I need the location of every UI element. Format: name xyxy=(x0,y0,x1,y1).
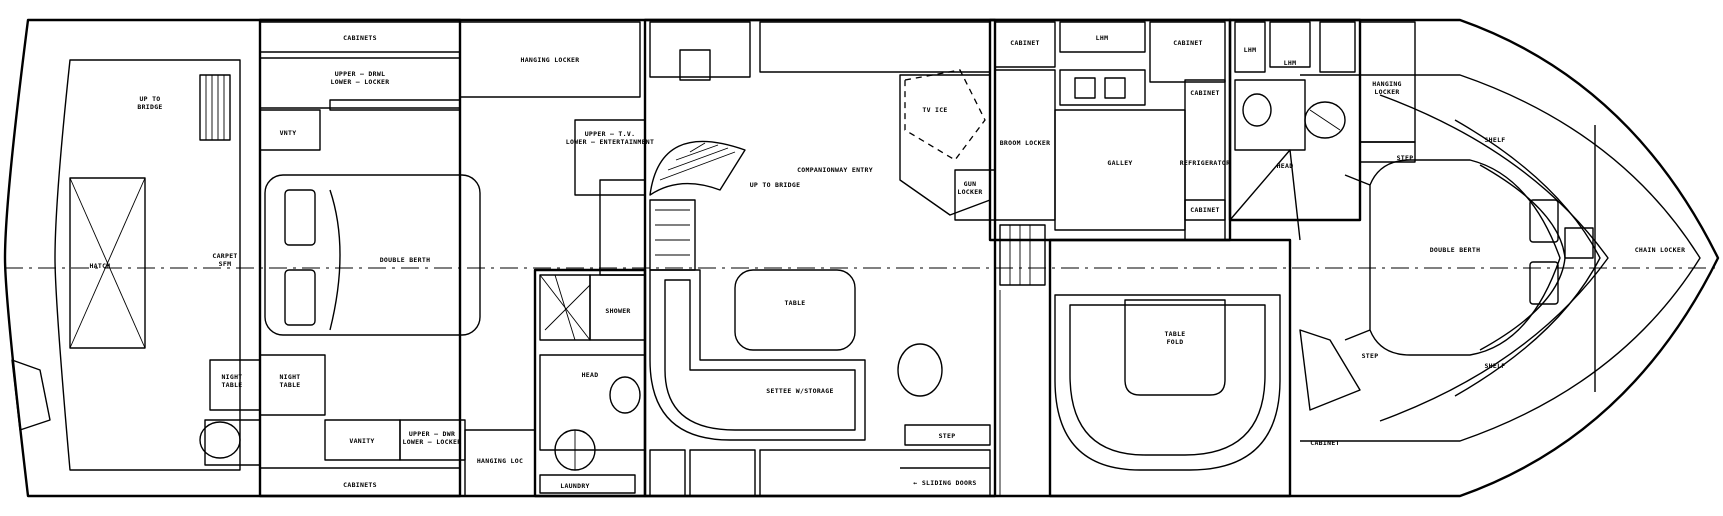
label-double-berth-aft: DOUBLE BERTH xyxy=(380,256,431,264)
label-lhm: LHM xyxy=(1096,34,1109,42)
label-vanity-top: VNTY xyxy=(280,129,297,137)
label-refrigerator: REFRIGERATOR xyxy=(1180,159,1231,167)
label-shower: SHOWER xyxy=(605,307,630,315)
label-step-3: STEP xyxy=(1362,352,1379,360)
label-cabinet-1: CABINET xyxy=(1010,39,1040,47)
label-table-fwd: TABLE xyxy=(784,299,805,307)
label-settee: SETTEE W/STORAGE xyxy=(766,387,833,395)
salon xyxy=(643,18,997,498)
forward-head xyxy=(1228,18,1416,411)
label-cabinet-3: CABINET xyxy=(1190,89,1220,97)
aft-head xyxy=(533,179,647,498)
label-lhm-2: LHM xyxy=(1244,46,1257,54)
dinette xyxy=(999,238,1292,498)
label-upper-tv: UPPER — T.V.LOWER — ENTERTAINMENT xyxy=(566,130,654,146)
aft-stateroom xyxy=(199,18,646,498)
label-broom-locker: BROOM LOCKER xyxy=(1000,139,1051,147)
label-galley: GALLEY xyxy=(1107,159,1132,167)
label-step-1: STEP xyxy=(939,432,956,440)
label-cabinet-4: CABINET xyxy=(1190,206,1220,214)
label-double-berth-fwd: DOUBLE BERTH xyxy=(1430,246,1481,254)
label-companionway: COMPANIONWAY ENTRY xyxy=(797,166,873,174)
label-tv-ice: TV ICE xyxy=(922,106,947,114)
label-lhm-3: LHM xyxy=(1284,59,1297,67)
forward-stateroom xyxy=(1344,159,1594,356)
label-cabinets-bottom: CABINETS xyxy=(343,481,377,489)
label-chain-locker: CHAIN LOCKER xyxy=(1635,246,1686,254)
hull-outline xyxy=(3,18,1720,498)
label-vanity: VANITY xyxy=(349,437,374,445)
label-head-fwd: HEAD xyxy=(1277,162,1294,170)
label-head-aft: HEAD xyxy=(582,371,599,379)
label-step-2: STEP xyxy=(1397,154,1414,162)
label-cabinet-2: CABINET xyxy=(1173,39,1203,47)
label-hanging-locker-top: HANGING LOCKER xyxy=(521,56,580,64)
aft-cockpit xyxy=(11,74,231,431)
label-shelf-2: SHELF xyxy=(1484,362,1505,370)
label-sliding-doors: ← SLIDING DOORS xyxy=(913,479,976,487)
label-laundry: LAUNDRY xyxy=(560,482,590,490)
label-hatch: HATCH xyxy=(89,262,110,270)
label-hanging-loc: HANGING LOC xyxy=(477,457,523,465)
label-cabinet-5: CABINET xyxy=(1310,439,1340,447)
label-cabinets-top: CABINETS xyxy=(343,34,377,42)
galley xyxy=(988,18,1232,286)
label-up-to-bridge-2: UP TO BRIDGE xyxy=(750,181,801,189)
label-shelf-1: SHELF xyxy=(1484,136,1505,144)
